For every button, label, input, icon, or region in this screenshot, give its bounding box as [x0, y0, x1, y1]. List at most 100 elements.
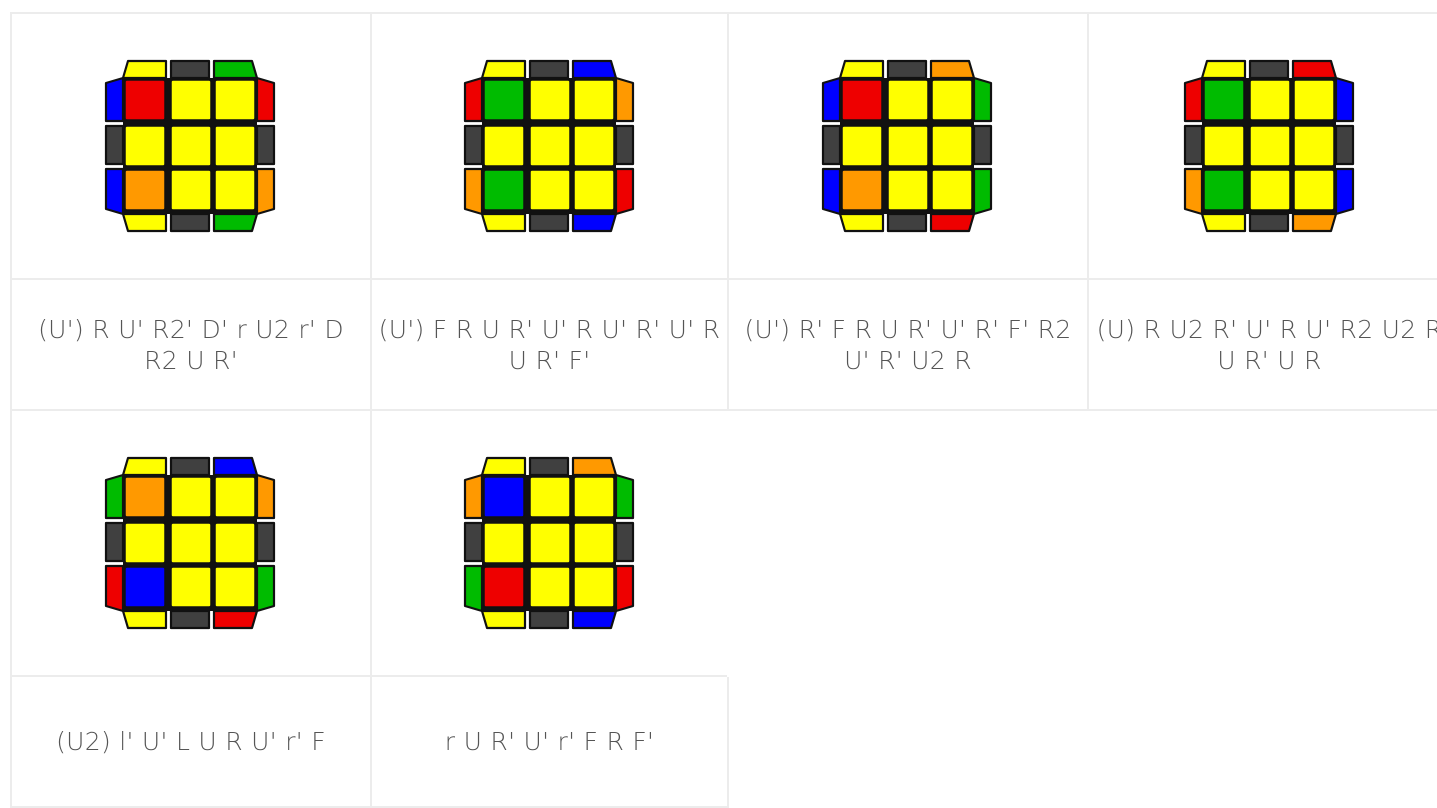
bottom-edge-sticker [214, 214, 257, 231]
text-row-1: (U') R U' R2' D' r U2 r' D R2 U R' (U') … [10, 280, 1437, 411]
face-sticker [171, 170, 211, 210]
bottom-edge-sticker [214, 611, 257, 628]
algorithm-text: r U R' U' r' F R F' [439, 726, 660, 757]
text-row-2: (U2) l' U' L U R U' r' F r U R' U' r' F … [10, 677, 1437, 808]
empty-cell [727, 677, 1087, 808]
top-edge-sticker [573, 458, 616, 475]
face-sticker [530, 567, 570, 607]
left-edge-sticker [823, 169, 840, 214]
right-edge-sticker [257, 169, 274, 214]
face-sticker [574, 170, 614, 210]
case-image-cell [1087, 14, 1437, 280]
top-edge-sticker [530, 458, 568, 475]
face-sticker [932, 170, 972, 210]
left-edge-sticker [106, 78, 123, 121]
right-edge-sticker [616, 475, 633, 518]
cube-diagram [818, 56, 998, 236]
face-sticker [484, 170, 524, 210]
face-sticker [530, 170, 570, 210]
face-sticker [1294, 170, 1334, 210]
case-alg-cell: (U) R U2 R' U' R U' R2 U2 R U R' U R [1087, 280, 1437, 411]
face-sticker [171, 477, 211, 517]
bottom-edge-sticker [1293, 214, 1336, 231]
algorithm-text: (U') R' F R U R' U' R' F' R2 U' R' U2 R [729, 314, 1087, 376]
right-edge-sticker [257, 523, 274, 561]
right-edge-sticker [616, 169, 633, 214]
cube-diagram [1180, 56, 1360, 236]
case-alg-cell: (U2) l' U' L U R U' r' F [10, 677, 370, 808]
bottom-edge-sticker [482, 214, 525, 231]
bottom-edge-sticker [530, 611, 568, 628]
left-edge-sticker [465, 169, 482, 214]
left-edge-sticker [823, 78, 840, 121]
right-edge-sticker [616, 523, 633, 561]
algorithm-text: (U') R U' R2' D' r U2 r' D R2 U R' [12, 314, 370, 376]
face-sticker [888, 80, 928, 120]
case-image-cell [370, 411, 727, 677]
cube-diagram [460, 56, 640, 236]
face-sticker [484, 477, 524, 517]
case-alg-cell: (U') R U' R2' D' r U2 r' D R2 U R' [10, 280, 370, 411]
left-edge-sticker [1185, 78, 1202, 121]
top-edge-sticker [214, 61, 257, 78]
right-edge-sticker [1336, 78, 1353, 121]
top-edge-sticker [214, 458, 257, 475]
top-edge-sticker [931, 61, 974, 78]
bottom-edge-sticker [888, 214, 926, 231]
face-sticker [530, 126, 570, 166]
left-edge-sticker [465, 566, 482, 611]
face-sticker [171, 567, 211, 607]
top-edge-sticker [171, 61, 209, 78]
top-edge-sticker [123, 458, 166, 475]
left-edge-sticker [106, 126, 123, 164]
top-edge-sticker [1293, 61, 1336, 78]
bottom-edge-sticker [171, 611, 209, 628]
left-edge-sticker [465, 523, 482, 561]
top-edge-sticker [1202, 61, 1245, 78]
cube-diagram [460, 453, 640, 633]
face-sticker [215, 523, 255, 563]
cube-diagram [101, 56, 281, 236]
left-edge-sticker [465, 475, 482, 518]
face-sticker [125, 477, 165, 517]
face-sticker [1250, 126, 1290, 166]
right-edge-sticker [257, 475, 274, 518]
case-image-cell [727, 14, 1087, 280]
case-alg-cell: (U') R' F R U R' U' R' F' R2 U' R' U2 R [727, 280, 1087, 411]
face-sticker [932, 126, 972, 166]
bottom-edge-sticker [482, 611, 525, 628]
face-sticker [932, 80, 972, 120]
top-edge-sticker [171, 458, 209, 475]
face-sticker [215, 126, 255, 166]
top-edge-sticker [482, 458, 525, 475]
bottom-edge-sticker [1202, 214, 1245, 231]
case-alg-cell: r U R' U' r' F R F' [370, 677, 727, 808]
face-sticker [215, 80, 255, 120]
face-sticker [574, 523, 614, 563]
face-sticker [574, 477, 614, 517]
face-sticker [842, 170, 882, 210]
left-edge-sticker [106, 523, 123, 561]
case-image-cell [370, 14, 727, 280]
face-sticker [215, 477, 255, 517]
image-row-1 [10, 14, 1437, 280]
algorithm-text: (U) R U2 R' U' R U' R2 U2 R U R' U R [1089, 314, 1437, 376]
bottom-edge-sticker [171, 214, 209, 231]
face-sticker [1250, 80, 1290, 120]
right-edge-sticker [257, 566, 274, 611]
face-sticker [215, 170, 255, 210]
face-sticker [1294, 80, 1334, 120]
top-edge-sticker [573, 61, 616, 78]
right-edge-sticker [616, 566, 633, 611]
right-edge-sticker [257, 78, 274, 121]
face-sticker [484, 567, 524, 607]
left-edge-sticker [465, 126, 482, 164]
face-sticker [125, 523, 165, 563]
face-sticker [574, 80, 614, 120]
face-sticker [171, 126, 211, 166]
bottom-edge-sticker [1250, 214, 1288, 231]
face-sticker [1204, 170, 1244, 210]
bottom-edge-sticker [530, 214, 568, 231]
case-image-cell [10, 411, 370, 677]
face-sticker [171, 80, 211, 120]
